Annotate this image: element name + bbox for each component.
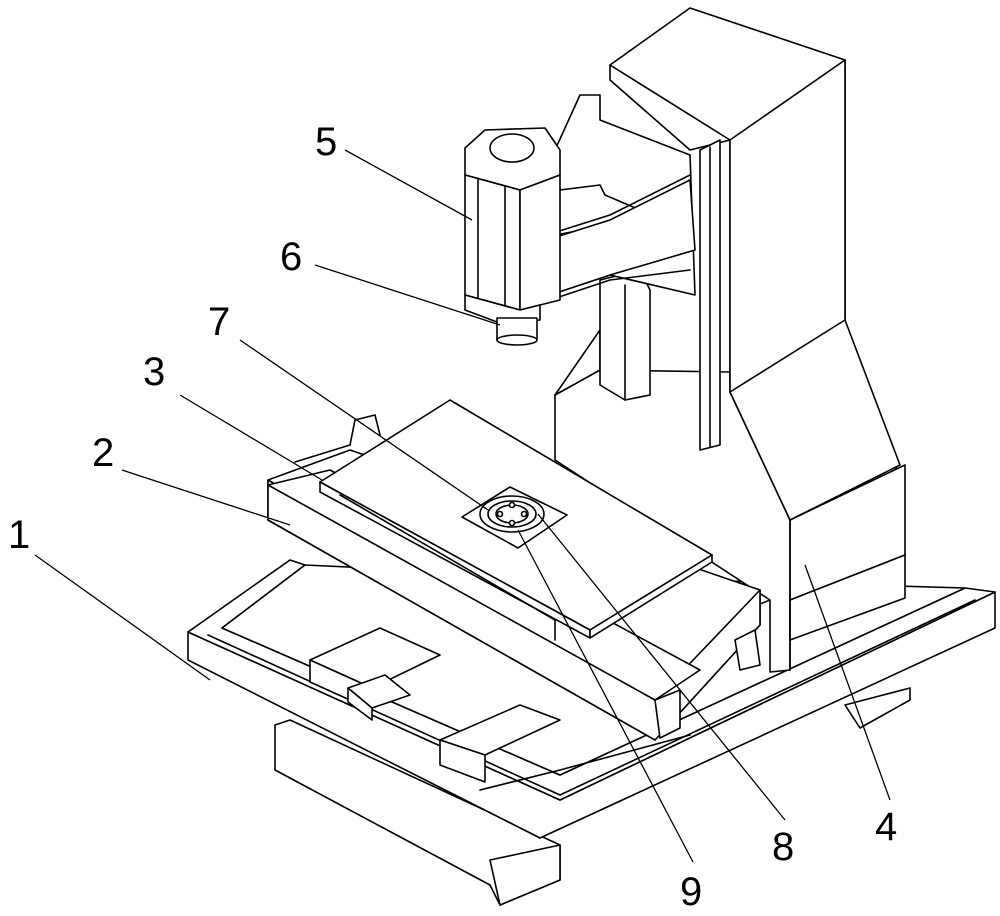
leader-5 <box>344 149 473 221</box>
label-saddle: 2 <box>92 431 114 475</box>
label-spindle: 6 <box>280 235 302 279</box>
leader-lines <box>34 149 891 863</box>
leader-4 <box>804 564 891 801</box>
leader-6 <box>314 264 501 326</box>
leader-3 <box>179 394 323 481</box>
label-chuck-plate: 7 <box>208 300 230 344</box>
leader-2 <box>121 469 291 526</box>
spindle <box>496 317 538 346</box>
chuck-assembly <box>461 486 568 549</box>
spindle-arm <box>464 94 696 326</box>
leader-7 <box>239 339 489 511</box>
label-table: 3 <box>143 350 165 394</box>
label-chuck-jaws: 9 <box>680 870 702 914</box>
label-column: 4 <box>875 805 897 849</box>
label-base: 1 <box>8 513 30 557</box>
machine-column <box>554 7 906 673</box>
part-numbers: 1 2 3 4 5 6 7 8 9 <box>8 120 897 914</box>
leader-1 <box>34 554 211 681</box>
label-spindle-head: 5 <box>315 120 337 164</box>
leader-8 <box>537 513 786 821</box>
label-chuck-ring: 8 <box>772 825 794 869</box>
leader-9 <box>517 529 694 863</box>
